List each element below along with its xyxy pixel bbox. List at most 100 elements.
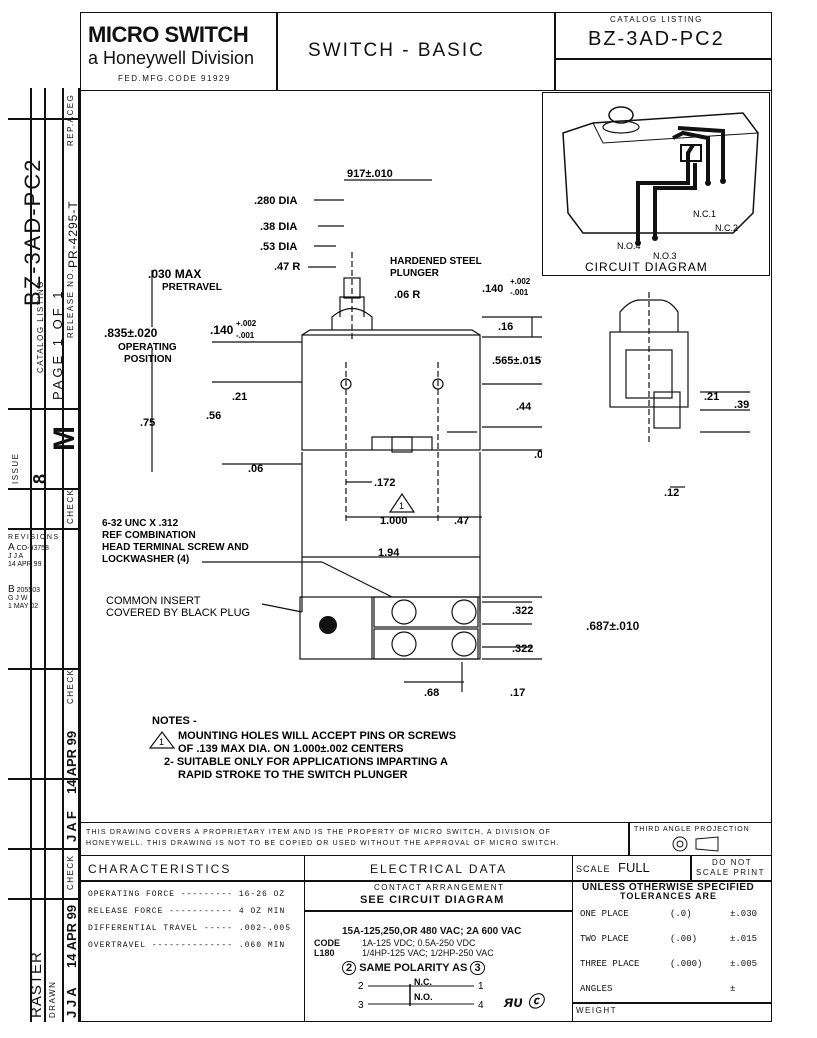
electrical-header: ELECTRICAL DATA: [370, 862, 508, 876]
switch-isometric-drawing: N.C.1 N.C.2 N.O.4 N.O.3 CIRCUIT DIAGRAM: [562, 106, 759, 274]
title-block: MICRO SWITCH a Honeywell Division FED.MF…: [80, 12, 772, 91]
scale-table: SCALE FULL DO NOT SCALE PRINT UNLESS OTH…: [572, 856, 772, 1022]
dim-140: .140: [210, 323, 234, 337]
dim-38: .38 DIA: [260, 221, 297, 233]
terminal-1: 1: [478, 981, 484, 992]
char-row-operating-force: OPERATING FORCE --------- 16-26 OZ: [88, 890, 286, 899]
division-text: a Honeywell Division: [88, 48, 255, 68]
note1-line2: OF .139 MAX DIA. ON 1.000±.002 CENTERS: [178, 743, 404, 755]
side-page: PAGE 1 OF 1: [50, 288, 65, 400]
polarity-b: 3: [470, 961, 485, 975]
side-check2-label: CHECK: [66, 668, 75, 704]
rating-line3: 1/4HP-125 VAC; 1/2HP-250 VAC: [362, 948, 494, 958]
note2-line1: 2- SUITABLE ONLY FOR APPLICATIONS IMPART…: [164, 756, 448, 768]
proprietary-strip: THIS DRAWING COVERS A PROPRIETARY ITEM A…: [80, 822, 772, 856]
side-issue-label: ISSUE: [11, 452, 20, 484]
electrical-table: ELECTRICAL DATA CONTACT ARRANGEMENT SEE …: [304, 856, 573, 1022]
projection-label: THIRD ANGLE PROJECTION: [634, 826, 750, 833]
drawing-title: SWITCH - BASIC: [308, 40, 485, 61]
dim-17: .17: [510, 687, 525, 699]
terminal-2: 2: [358, 981, 364, 992]
dim-44: .44: [516, 401, 532, 413]
dim-140-minus: -.001: [236, 331, 255, 340]
tolerances-label: TOLERANCES ARE: [620, 891, 718, 901]
scale-print-label: SCALE PRINT: [696, 868, 765, 877]
tol-row-one-place: ONE PLACE(.0)±.030: [580, 909, 758, 919]
contact-arrangement-label: CONTACT ARRANGEMENT: [374, 883, 505, 892]
ul-mark: ᴙᴜ ⓒ: [504, 994, 544, 1011]
side-release-label: RELEASE NO.: [66, 268, 75, 338]
weight-label: WEIGHT: [576, 1006, 617, 1015]
note-triangle: [388, 492, 416, 513]
circuit-label-nc2: N.C.2: [715, 223, 738, 233]
dim-06a: .06: [248, 463, 263, 475]
technical-drawing: 917±.010 .280 DIA .38 DIA .53 DIA .47 R …: [102, 168, 542, 781]
dim-322a: .322: [512, 605, 533, 617]
rating-line1: 15A-125,250,OR 480 VAC; 2A 600 VAC: [342, 926, 522, 937]
circuit-label-nc1: N.C.1: [693, 209, 716, 219]
dim-06r: .06 R: [394, 289, 420, 301]
code-value: L180: [314, 948, 335, 958]
dim-47: .47: [454, 515, 469, 527]
side-release-no: PR-4295-T: [66, 200, 80, 268]
black-plug: [319, 616, 337, 634]
dim-39: .39: [734, 399, 749, 411]
circuit-diagram-title: CIRCUIT DIAGRAM: [585, 260, 708, 274]
dim-53: .53 DIA: [260, 241, 297, 253]
scale-value: FULL: [618, 860, 650, 875]
side-date1: 14 APR 99: [64, 730, 79, 794]
dim-12: .12: [664, 487, 679, 499]
fed-code: FED.MFG.CODE 91929: [118, 74, 231, 83]
proprietary-line2: HONEYWELL. THIS DRAWING IS NOT TO BE COP…: [86, 840, 560, 847]
catalog-number: BZ-3AD-PC2: [588, 28, 725, 50]
dim-21b: .21: [704, 391, 719, 403]
side-issue: 8: [30, 473, 50, 484]
dim-op-pos-value: .835±.020: [104, 326, 158, 340]
side-drawn-label: DRAWN: [48, 980, 57, 1018]
note1-line1: MOUNTING HOLES WILL ACCEPT PINS OR SCREW…: [178, 730, 456, 742]
dim-pretravel: PRETRAVEL: [162, 282, 222, 293]
contact-schematic: 2 1 3 4 N.C. N.O.: [358, 977, 484, 1011]
tol-row-two-place: TWO PLACE(.00)±.015: [580, 934, 758, 944]
dim-140-plus: +.002: [236, 319, 257, 328]
circuit-label-no4: N.O.4: [617, 241, 641, 251]
char-row-diff-travel: DIFFERENTIAL TRAVEL ----- .002-.005: [88, 924, 292, 933]
screw-note-l1: 6-32 UNC X .312: [102, 518, 179, 529]
dim-hole-tol-minus: -.001: [510, 288, 529, 297]
dim-565: .565±.015: [492, 355, 541, 367]
dim-hole-tol-plus: +.002: [510, 277, 531, 286]
dim-56: .56: [206, 410, 221, 422]
dim-47r: .47 R: [274, 261, 300, 273]
dim-68: .68: [424, 687, 439, 699]
note-triangle-number: 1: [399, 501, 404, 511]
dim-280: .280 DIA: [254, 195, 297, 207]
dim-687-label: .687±.010: [586, 619, 640, 633]
side-check-label: CHECK: [66, 488, 75, 524]
note2-line2: RAPID STROKE TO THE SWITCH PLUNGER: [178, 769, 408, 781]
dim-pretravel-value: .030 MAX: [148, 267, 201, 281]
dim-plunger: PLUNGER: [390, 268, 440, 279]
side-letter: M: [48, 426, 81, 451]
dim-194: 1.94: [378, 547, 400, 559]
dim-16: .16: [498, 321, 513, 333]
notes-title: NOTES -: [152, 715, 197, 727]
projection-symbol: [672, 836, 719, 852]
screw-note-l4: LOCKWASHER (4): [102, 554, 189, 565]
side-check3-label: CHECK: [66, 854, 75, 890]
characteristics-header: CHARACTERISTICS: [88, 862, 232, 876]
dim-917: 917±.010: [347, 168, 393, 180]
side-date2: 14 APR 99: [64, 904, 79, 968]
revision-b: B 205503 G J W 1 MAY 02: [8, 584, 40, 611]
dim-06b: .06: [534, 449, 542, 461]
side-strip: BZ-3AD-PC2 CATALOG LISTING PAGE 1 OF 1 R…: [8, 88, 81, 1022]
side-initials2: J J A: [64, 987, 79, 1018]
dim-322b: .322: [512, 643, 533, 655]
circuit-diagram-box: N.C.1 N.C.2 N.O.4 N.O.3 CIRCUIT DIAGRAM: [542, 92, 770, 276]
revision-a: A CO-93758 J J A 14 APR 99: [8, 542, 49, 569]
note1-mark: 1: [159, 737, 164, 747]
catalog-listing-label: CATALOG LISTING: [610, 15, 703, 24]
insert-note-l1: COMMON INSERT: [106, 595, 201, 607]
dim-op-pos-l1: OPERATING: [118, 342, 177, 353]
dim-1000: 1.000: [380, 515, 408, 527]
characteristics-table: CHARACTERISTICS OPERATING FORCE --------…: [80, 856, 305, 1022]
